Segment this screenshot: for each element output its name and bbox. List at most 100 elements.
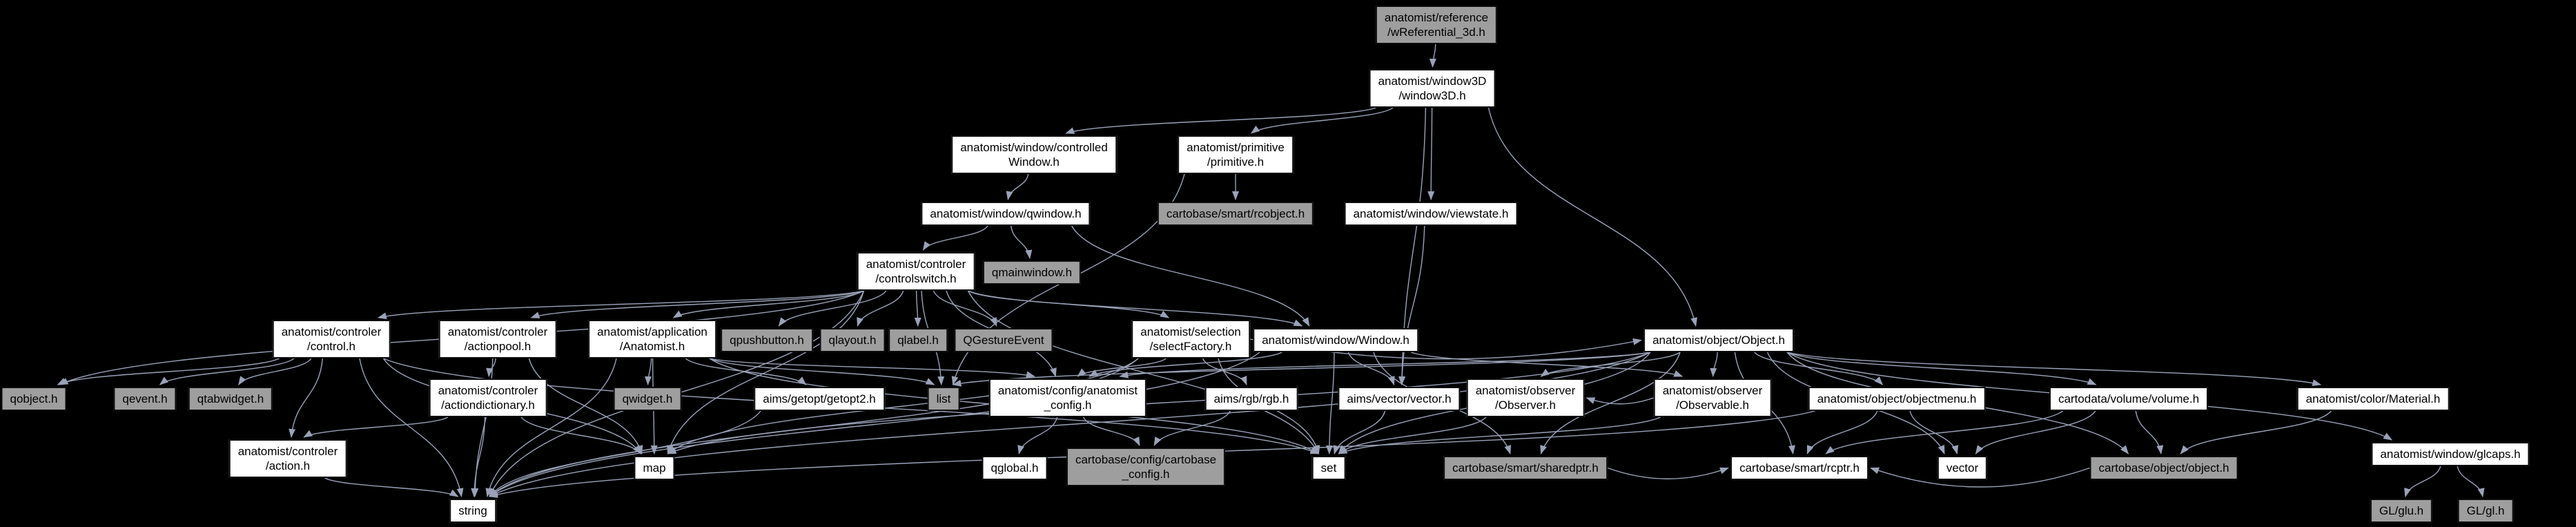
graph-edge-control-to-qtabwidget — [238, 358, 312, 385]
graph-node-label: cartobase/smart/rcobject.h — [1166, 207, 1305, 220]
graph-edge-control-to-qobject — [57, 358, 280, 385]
graph-node-qwindow[interactable]: anatomist/window/qwindow.h — [921, 202, 1091, 226]
graph-node-label: map — [643, 461, 666, 475]
graph-node-label: /control.h — [307, 340, 355, 353]
graph-node-material[interactable]: anatomist/color/Material.h — [2296, 387, 2450, 411]
graph-edge-actiondictionary-to-string — [471, 416, 486, 497]
graph-edge-getopt2-to-string — [489, 410, 761, 497]
graph-node-qtabwidget: qtabwidget.h — [188, 387, 273, 411]
graph-edge-qwindow-to-controlswitch — [922, 225, 988, 251]
graph-edge-controlswitch-to-map — [667, 290, 865, 454]
graph-edge-sharedptr-to-rcptr — [1607, 467, 1729, 479]
graph-node-qmainwindow: qmainwindow.h — [982, 260, 1082, 285]
graph-node-anatomist_app[interactable]: anatomist/application/Anatomist.h — [588, 320, 716, 358]
graph-node-sharedptr: cartobase/smart/sharedptr.h — [1443, 456, 1608, 480]
graph-node-control[interactable]: anatomist/controler/control.h — [272, 320, 391, 358]
graph-node-label: anatomist/primitive — [1187, 141, 1285, 154]
graph-edge-volume-to-cartobase_object — [2135, 410, 2164, 454]
graph-node-label: cartobase/config/cartobase — [1075, 453, 1217, 466]
graph-node-qgestureevent: QGestureEvent — [954, 328, 1053, 352]
graph-edge-window3d-to-viewstate — [1427, 107, 1435, 200]
graph-node-rcptr[interactable]: cartobase/smart/rcptr.h — [1730, 456, 1868, 480]
graph-edge-window3d-to-controlledwindow — [1065, 107, 1376, 134]
graph-node-label: anatomist/window/viewstate.h — [1353, 207, 1509, 220]
graph-edge-volume-to-rcptr — [1825, 410, 2064, 454]
graph-node-string[interactable]: string — [449, 499, 496, 523]
graph-edge-actionpool-to-map — [528, 358, 643, 454]
graph-edge-control-to-action — [289, 358, 324, 438]
graph-node-object_h[interactable]: anatomist/object/Object.h — [1643, 328, 1794, 352]
graph-node-selectfactory[interactable]: anatomist/selection/selectFactory.h — [1131, 320, 1250, 358]
graph-edge-observable-to-observer — [1585, 397, 1654, 405]
graph-edge-window_h-to-anatomist_config — [1089, 352, 1282, 377]
graph-node-qpushbutton: qpushbutton.h — [721, 328, 813, 352]
graph-edge-glcaps-to-glgl — [2457, 466, 2485, 497]
graph-node-label: qobject.h — [10, 392, 58, 405]
graph-edge-anatomist_app-to-qwidget — [644, 358, 652, 385]
graph-node-label: set — [1320, 461, 1337, 475]
graph-node-qlayout: qlayout.h — [819, 328, 886, 352]
graph-node-observable[interactable]: anatomist/observer/Observable.h — [1653, 379, 1772, 417]
graph-node-primitive[interactable]: anatomist/primitive/primitive.h — [1178, 135, 1294, 174]
graph-node-controlswitch[interactable]: anatomist/controler/controlswitch.h — [857, 252, 975, 291]
graph-node-label: anatomist/reference — [1384, 11, 1489, 24]
graph-node-label: qlayout.h — [828, 334, 877, 347]
graph-edge-anatomist_config-to-qglobal — [1017, 416, 1058, 454]
graph-node-anatomist_config[interactable]: anatomist/config/anatomist_config.h — [988, 379, 1147, 417]
graph-node-label: string — [458, 504, 487, 517]
graph-node-label: GL/glu.h — [2379, 504, 2424, 517]
graph-node-window3d[interactable]: anatomist/window3D/window3D.h — [1369, 69, 1496, 108]
graph-node-window_h[interactable]: anatomist/window/Window.h — [1253, 328, 1418, 352]
graph-node-actionpool[interactable]: anatomist/controler/actionpool.h — [438, 320, 557, 358]
graph-edge-control-to-string — [359, 358, 464, 497]
graph-node-label: /window3D.h — [1398, 89, 1466, 102]
graph-node-getopt2[interactable]: aims/getopt/getopt2.h — [754, 387, 885, 411]
graph-node-objectmenu[interactable]: anatomist/object/objectmenu.h — [1808, 387, 1986, 411]
graph-edge-qwindow-to-window_h — [1071, 225, 1310, 327]
graph-node-label: /actionpool.h — [464, 340, 531, 353]
graph-node-label: _config.h — [1122, 468, 1170, 481]
graph-edge-anatomist_app-to-getopt2 — [685, 358, 807, 385]
graph-edge-anatomist_app-to-list — [709, 358, 935, 385]
graph-node-observer[interactable]: anatomist/observer/Observer.h — [1466, 379, 1585, 417]
graph-node-qevent: qevent.h — [113, 387, 177, 411]
graph-edge-controlledwindow-to-qwindow — [1006, 173, 1029, 200]
graph-edge-objectmenu-to-std_vector — [1909, 410, 1959, 454]
graph-node-glglu: GL/glu.h — [2370, 499, 2433, 523]
graph-node-map[interactable]: map — [634, 456, 675, 480]
graph-node-label: anatomist/object/Object.h — [1652, 334, 1785, 347]
graph-node-set[interactable]: set — [1311, 456, 1346, 480]
graph-edge-actiondictionary-to-action — [303, 416, 449, 438]
graph-edge-controlswitch-to-window_h — [968, 290, 1303, 327]
graph-node-label: anatomist/color/Material.h — [2305, 392, 2441, 405]
graph-node-label: /controlswitch.h — [875, 272, 957, 285]
graph-node-label: aims/getopt/getopt2.h — [763, 392, 876, 405]
graph-node-label: /Anatomist.h — [619, 340, 685, 353]
graph-edge-qwindow-to-qmainwindow — [1010, 225, 1033, 259]
graph-node-label: qwidget.h — [622, 392, 673, 405]
graph-edge-controlswitch-to-qpushbutton — [778, 290, 887, 327]
graph-edge-rgb-to-cartobase_config — [1153, 410, 1231, 446]
graph-node-label: anatomist/window/controlled — [960, 141, 1108, 154]
graph-edge-window_h-to-string — [489, 352, 1260, 497]
graph-node-label: anatomist/observer — [1662, 384, 1763, 397]
graph-node-std_vector[interactable]: vector — [1937, 456, 1988, 480]
graph-edge-selectfactory-to-rgb — [1202, 358, 1247, 385]
graph-node-label: qpushbutton.h — [730, 334, 804, 347]
graph-node-actiondictionary[interactable]: anatomist/controler/actiondictionary.h — [429, 379, 547, 417]
graph-node-aims_vector[interactable]: aims/vector/vector.h — [1338, 387, 1461, 411]
graph-node-viewstate[interactable]: anatomist/window/viewstate.h — [1344, 202, 1518, 226]
graph-node-label: anatomist/controler — [438, 384, 538, 397]
graph-node-label: _config.h — [1044, 399, 1092, 412]
graph-node-glcaps[interactable]: anatomist/window/glcaps.h — [2371, 442, 2530, 466]
graph-node-volume[interactable]: cartodata/volume/volume.h — [2049, 387, 2209, 411]
graph-node-action[interactable]: anatomist/controler/action.h — [228, 439, 347, 478]
graph-edge-object_h-to-objectmenu — [1754, 352, 1884, 385]
graph-node-qglobal[interactable]: qglobal.h — [982, 456, 1048, 480]
graph-node-label: anatomist/selection — [1140, 325, 1241, 338]
graph-node-qlabel: qlabel.h — [888, 328, 948, 352]
graph-node-rgb[interactable]: aims/rgb/rgb.h — [1204, 387, 1298, 411]
graph-node-label: /wReferential_3d.h — [1387, 26, 1485, 39]
